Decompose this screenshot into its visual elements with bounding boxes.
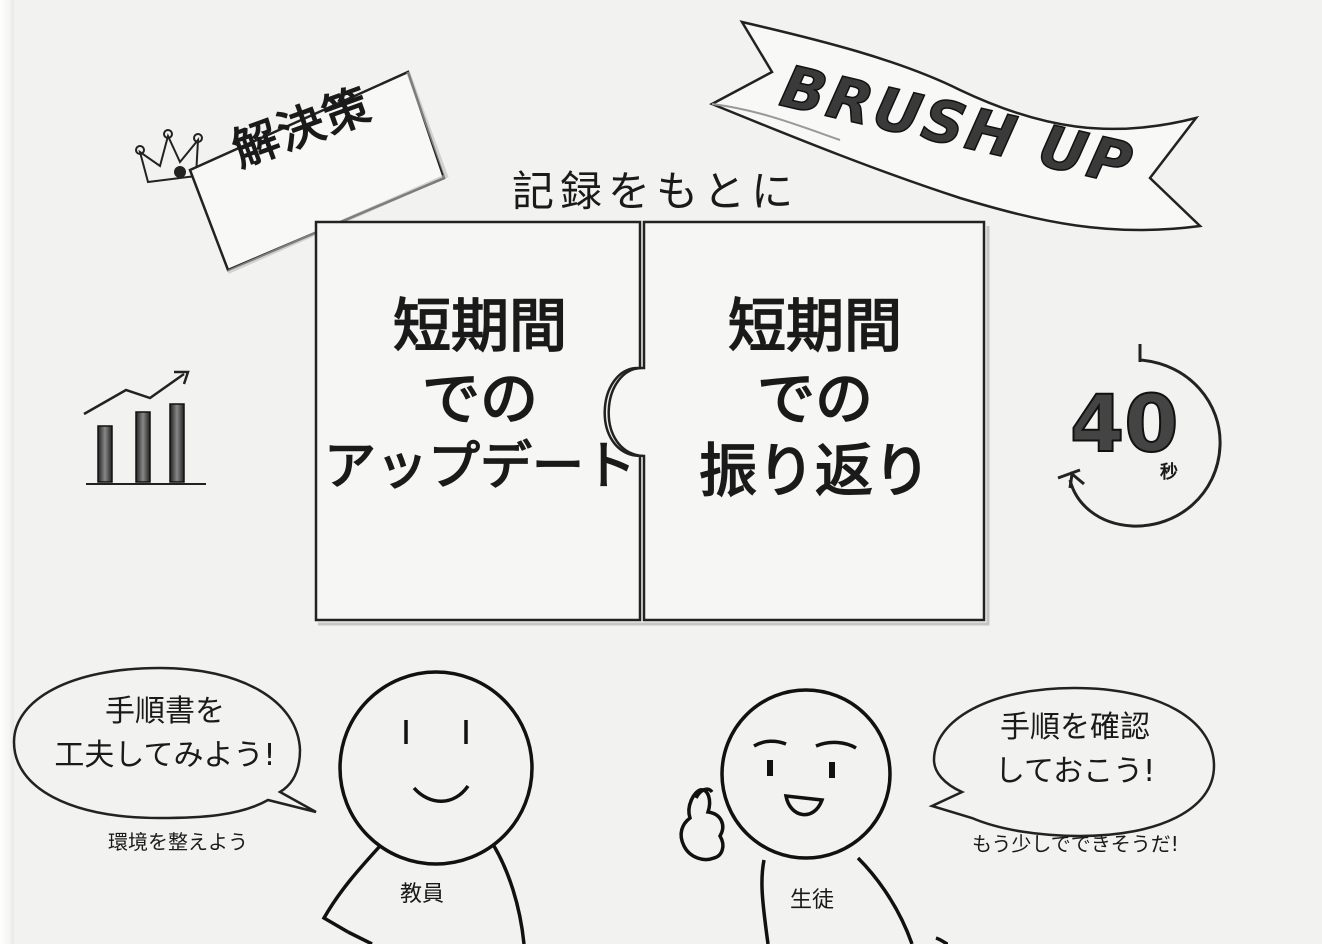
teacher-speech-line2: 工夫してみよう! xyxy=(54,737,276,773)
puzzle-piece-right xyxy=(607,220,986,622)
puzzle-right-line1: 短期間 xyxy=(727,292,902,360)
puzzle-right-text: 短期間 での 振り返り xyxy=(650,290,980,508)
teacher-speech-bubble xyxy=(12,666,317,820)
student-figure xyxy=(679,688,949,944)
brush-up-ribbon xyxy=(709,20,1203,232)
growth-chart-icon xyxy=(83,370,206,485)
page-subtitle: 記録をもとに xyxy=(512,167,800,216)
teacher-body-label: 教員 xyxy=(400,882,445,907)
student-speech-line1: 手順を確認 xyxy=(1000,710,1150,745)
student-body-label: 生徒 xyxy=(790,888,835,913)
student-note: もう少しでできそうだ! xyxy=(972,832,1179,856)
teacher-note: 環境を整えよう xyxy=(108,830,248,854)
puzzle-left-line1: 短期間 xyxy=(392,292,567,360)
timer-number: 40 xyxy=(1069,379,1180,471)
paper-edge xyxy=(0,0,14,944)
puzzle-left-line2: での xyxy=(421,364,538,433)
timer-icon xyxy=(1057,344,1222,528)
student-speech-text: 手順を確認 しておこう! xyxy=(950,706,1200,793)
teacher-speech-text: 手順書を 工夫してみよう! xyxy=(30,690,300,777)
puzzle-right-line3: 振り返り xyxy=(698,437,931,505)
student-speech-bubble xyxy=(928,686,1216,838)
teacher-figure xyxy=(321,670,534,944)
teacher-speech-line1: 手順書を xyxy=(105,694,225,729)
puzzle-right-line2: での xyxy=(756,364,873,433)
timer-unit: 秒 xyxy=(1160,462,1178,483)
puzzle-left-text: 短期間 での アップデート xyxy=(322,290,638,500)
puzzle-left-line3: アップデート xyxy=(323,437,636,497)
student-speech-line2: しておこう! xyxy=(994,753,1156,789)
